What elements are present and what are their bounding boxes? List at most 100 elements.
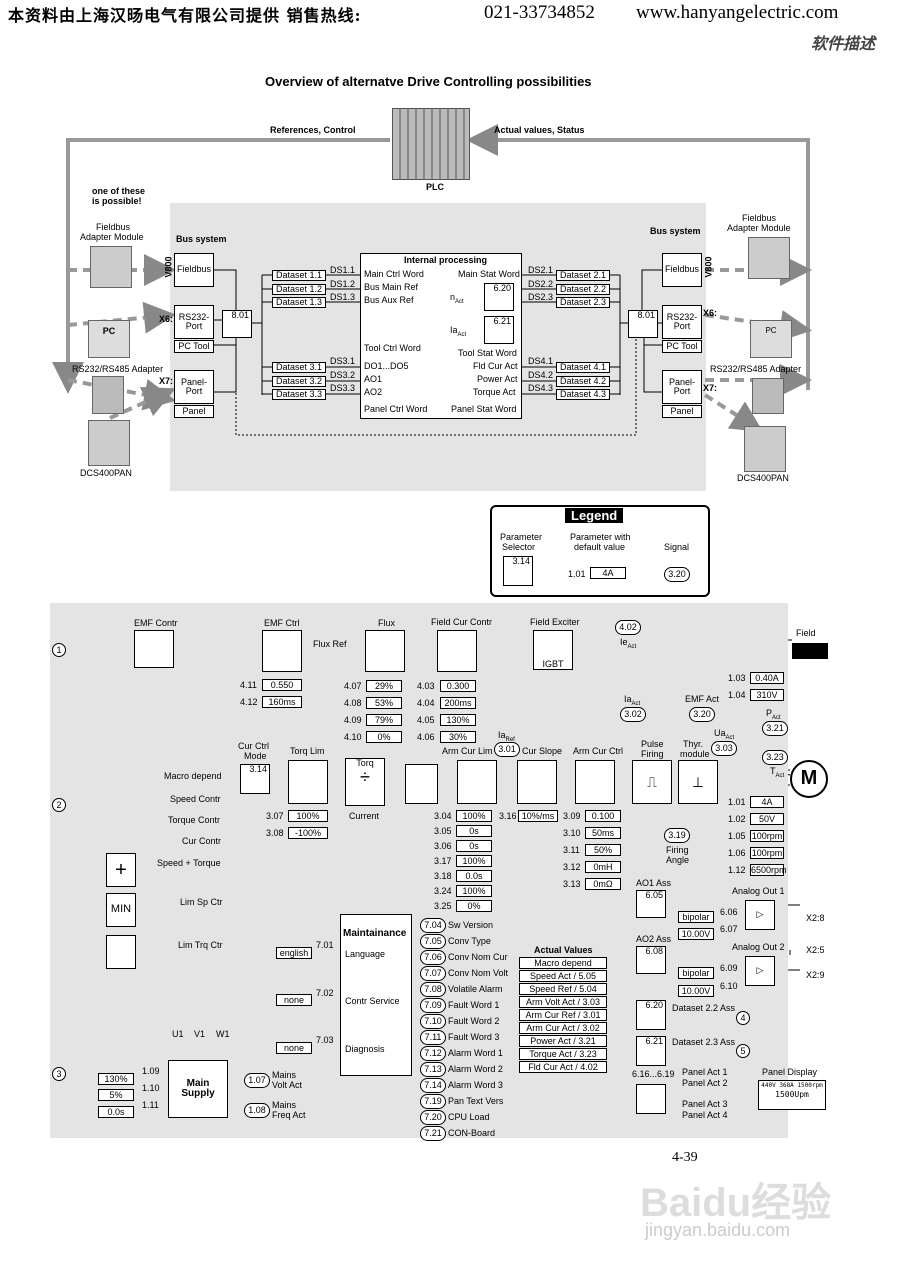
n-act-label: nAct	[450, 292, 464, 305]
selector-616[interactable]	[636, 1084, 666, 1114]
v111[interactable]: 0.0s	[98, 1106, 134, 1118]
ip-main-ctrl-word: Main Ctrl Word	[364, 269, 424, 279]
actual-label: Actual values, Status	[494, 125, 585, 135]
v313[interactable]: 0mΩ	[585, 878, 621, 890]
selector-314[interactable]: 3.14	[240, 764, 270, 794]
av-item-8: Torque Act / 3.23	[519, 1048, 607, 1060]
rs232-port-left-l1: RS232-	[178, 311, 210, 322]
ds-left-5: DS3.2	[330, 370, 356, 380]
v109[interactable]: 130%	[98, 1073, 134, 1085]
thyr-module-block: ⊥	[678, 760, 718, 804]
v106[interactable]: 100rpm	[750, 847, 784, 859]
pc-tool-right[interactable]: PC Tool	[662, 340, 702, 353]
ao1-10v[interactable]: 10.00V	[678, 928, 714, 940]
v318[interactable]: 0.0s	[456, 870, 492, 882]
v311[interactable]: 50%	[585, 844, 621, 856]
v324[interactable]: 100%	[456, 885, 492, 897]
v403[interactable]: 0.300	[440, 680, 476, 692]
v304[interactable]: 100%	[456, 810, 492, 822]
ao2-10v[interactable]: 10.00V	[678, 985, 714, 997]
v407[interactable]: 29%	[366, 680, 402, 692]
p607: 6.07	[720, 924, 738, 934]
v701[interactable]: english	[276, 947, 312, 959]
bipolar1[interactable]: bipolar	[678, 911, 714, 923]
ia-act2-sub: Act	[631, 700, 641, 707]
v306[interactable]: 0s	[456, 840, 492, 852]
selector-608[interactable]: 6.08	[636, 946, 666, 974]
selector-801-right[interactable]: 8.01	[628, 310, 658, 338]
selector-801-left[interactable]: 8.01	[222, 310, 252, 338]
v412[interactable]: 160ms	[262, 696, 302, 708]
ds-left-2: DS1.2	[330, 279, 356, 289]
fieldbus-box-right[interactable]: Fieldbus	[662, 253, 702, 287]
panel-port-right[interactable]: Panel-Port	[662, 370, 702, 404]
pulse-firing-label: Pulse	[641, 739, 664, 749]
sig-713-label: Alarm Word 2	[448, 1064, 503, 1074]
ds-right-3: DS2.3	[528, 292, 554, 302]
header-phone: 021-33734852	[484, 2, 595, 23]
panel-port-left-l2: Port	[185, 386, 203, 396]
v309[interactable]: 0.100	[585, 810, 621, 822]
v103[interactable]: 0.40A	[750, 672, 784, 684]
v105[interactable]: 100rpm	[750, 830, 784, 842]
v325[interactable]: 0%	[456, 900, 492, 912]
v307[interactable]: 100%	[288, 810, 328, 822]
field-winding	[792, 643, 828, 659]
igbt-block: IGBT	[533, 630, 573, 670]
selector-620-b-num: 6.20	[645, 1000, 663, 1010]
sig-704: 7.04	[420, 918, 446, 933]
v310[interactable]: 50ms	[585, 827, 621, 839]
v405[interactable]: 130%	[440, 714, 476, 726]
lim-trq-ctr-label: Lim Trq Ctr	[178, 940, 223, 950]
dataset-left-4: Dataset 3.1	[272, 362, 326, 373]
v110[interactable]: 5%	[98, 1089, 134, 1101]
panel-port-left[interactable]: Panel-Port	[174, 370, 214, 404]
v305[interactable]: 0s	[456, 825, 492, 837]
v312[interactable]: 0mH	[585, 861, 621, 873]
v702[interactable]: none	[276, 994, 312, 1006]
v104[interactable]: 310V	[750, 689, 784, 701]
pc-tool-left[interactable]: PC Tool	[174, 340, 214, 353]
panel-left[interactable]: Panel	[174, 405, 214, 418]
v316[interactable]: 10%/ms	[518, 810, 558, 822]
p101: 1.01	[728, 797, 746, 807]
mains-volt-label: Mains	[272, 1070, 297, 1080]
sig-712: 7.12	[420, 1046, 446, 1061]
adapter-right-pic	[752, 378, 784, 414]
v406[interactable]: 30%	[440, 731, 476, 743]
selector-620-b[interactable]: 6.20	[636, 1000, 666, 1030]
fieldbus-module-right	[748, 237, 790, 279]
ia-act-sub: Act	[457, 331, 467, 338]
v408[interactable]: 53%	[366, 697, 402, 709]
rs232-port-right[interactable]: RS232-Port	[662, 305, 702, 339]
selector-621[interactable]: 6.21	[484, 316, 514, 344]
v411[interactable]: 0.550	[262, 679, 302, 691]
v112[interactable]: 6500rpm	[750, 864, 787, 876]
v317[interactable]: 100%	[456, 855, 492, 867]
p105: 1.05	[728, 831, 746, 841]
v404[interactable]: 200ms	[440, 697, 476, 709]
p703: 7.03	[316, 1035, 334, 1045]
t-act-sub: Act	[775, 772, 785, 779]
v308[interactable]: -100%	[288, 827, 328, 839]
panel-display-line2: 1500Upm	[775, 1090, 809, 1099]
selector-620[interactable]: 6.20	[484, 283, 514, 311]
header-website[interactable]: www.hanyangelectric.com	[636, 2, 839, 23]
v703[interactable]: none	[276, 1042, 312, 1054]
panel-right[interactable]: Panel	[662, 405, 702, 418]
thyr-module-label: Thyr.	[683, 739, 704, 749]
rs232-port-left[interactable]: RS232-Port	[174, 305, 214, 339]
v410[interactable]: 0%	[366, 731, 402, 743]
fieldbus-box-left[interactable]: Fieldbus	[174, 253, 214, 287]
dataset-left-3: Dataset 1.3	[272, 297, 326, 308]
selector-621-b[interactable]: 6.21	[636, 1036, 666, 1066]
n-act-text: n	[450, 292, 456, 302]
cur-ctrl-mode-label: Cur Ctrl	[238, 741, 269, 751]
v102[interactable]: 50V	[750, 813, 784, 825]
v409[interactable]: 79%	[366, 714, 402, 726]
v101[interactable]: 4A	[750, 796, 784, 808]
emf-ctrl-label: EMF Ctrl	[264, 618, 300, 628]
bipolar2[interactable]: bipolar	[678, 967, 714, 979]
field-exciter-label: Field Exciter	[530, 617, 580, 627]
selector-605[interactable]: 6.05	[636, 890, 666, 918]
